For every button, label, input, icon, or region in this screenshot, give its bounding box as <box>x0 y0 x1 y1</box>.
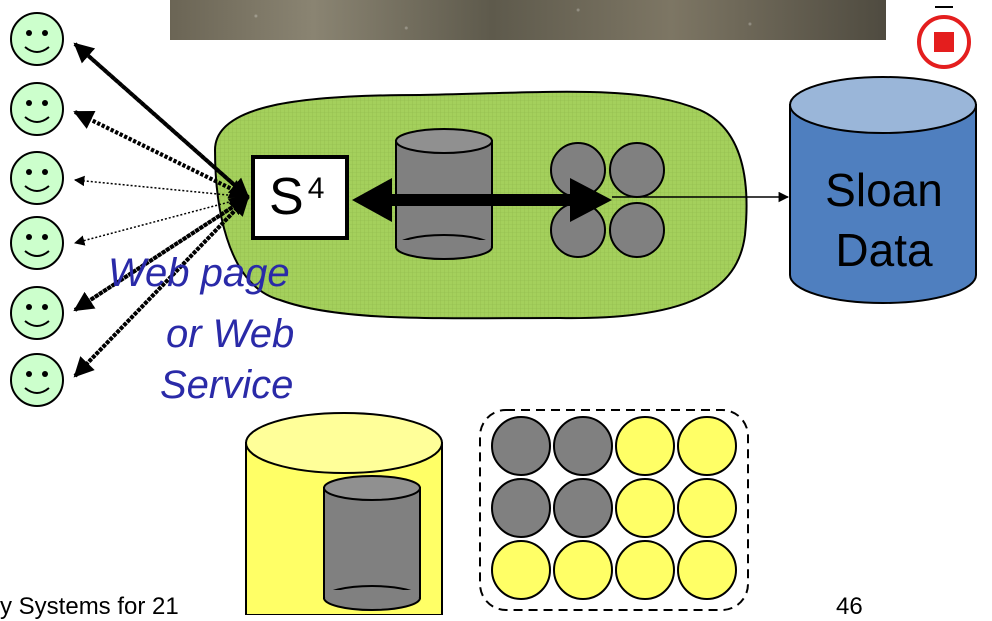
yellow-storage-cylinder <box>245 412 443 615</box>
server-caption-line1: Web page <box>108 251 290 295</box>
user-icon <box>10 353 64 407</box>
sloan-label-line2: Data <box>835 224 933 276</box>
user-icon <box>10 151 64 205</box>
user-icon <box>10 286 64 340</box>
sky-photo-strip <box>170 0 886 40</box>
user-connections <box>73 42 250 378</box>
double-arrow <box>352 178 612 222</box>
server-label: S <box>269 168 304 226</box>
sloan-database-label: Sloan Data <box>790 160 978 280</box>
sloan-label-line1: Sloan <box>825 164 943 216</box>
compute-nodes-cluster <box>550 142 665 258</box>
slide-footer: y Systems for 21 <box>0 593 179 620</box>
user-icon <box>10 216 64 270</box>
users <box>10 12 64 407</box>
sloan-database <box>789 76 977 304</box>
user-icon <box>10 12 64 66</box>
server-caption-line3: Service <box>160 363 294 407</box>
stop-icon[interactable] <box>917 6 971 69</box>
user-icon <box>10 82 64 136</box>
node-grid <box>479 409 749 611</box>
server-caption-line2: or Web <box>166 312 295 356</box>
server-label-superscript: 4 <box>307 172 325 205</box>
page-number: 46 <box>836 593 863 620</box>
